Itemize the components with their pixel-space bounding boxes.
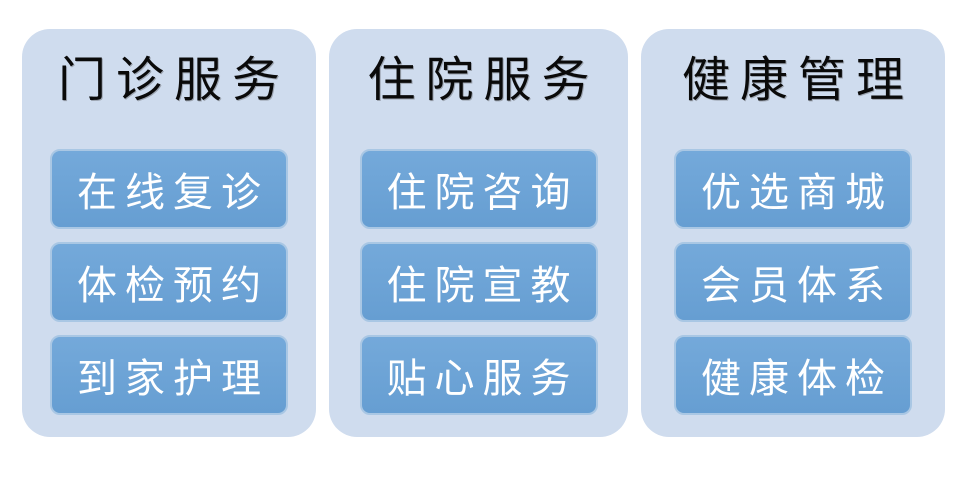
panel-inpatient-services: 住院服务 住院咨询 住院宣教 贴心服务 [329, 29, 628, 437]
panel-title-inpatient: 住院服务 [367, 54, 600, 107]
button-checkup-appointment[interactable]: 体检预约 [50, 242, 288, 322]
button-home-nursing[interactable]: 到家护理 [50, 335, 288, 415]
inpatient-items: 住院咨询 住院宣教 贴心服务 [359, 149, 598, 415]
panel-title-health: 健康管理 [681, 54, 914, 107]
button-online-followup[interactable]: 在线复诊 [50, 149, 288, 229]
panel-title-outpatient: 门诊服务 [57, 54, 290, 107]
button-inpatient-education[interactable]: 住院宣教 [359, 242, 598, 322]
health-items: 优选商城 会员体系 健康体检 [674, 149, 912, 415]
panel-outpatient-services: 门诊服务 在线复诊 体检预约 到家护理 [22, 29, 316, 437]
service-board: 门诊服务 在线复诊 体检预约 到家护理 住院服务 住院咨询 住院宣教 贴心服务 … [22, 29, 945, 437]
button-preferred-mall[interactable]: 优选商城 [674, 149, 912, 229]
outpatient-items: 在线复诊 体检预约 到家护理 [50, 149, 288, 415]
button-caring-service[interactable]: 贴心服务 [359, 335, 598, 415]
button-membership-system[interactable]: 会员体系 [674, 242, 912, 322]
button-inpatient-consultation[interactable]: 住院咨询 [359, 149, 598, 229]
button-health-checkup[interactable]: 健康体检 [674, 335, 912, 415]
panel-health-management: 健康管理 优选商城 会员体系 健康体检 [641, 29, 945, 437]
